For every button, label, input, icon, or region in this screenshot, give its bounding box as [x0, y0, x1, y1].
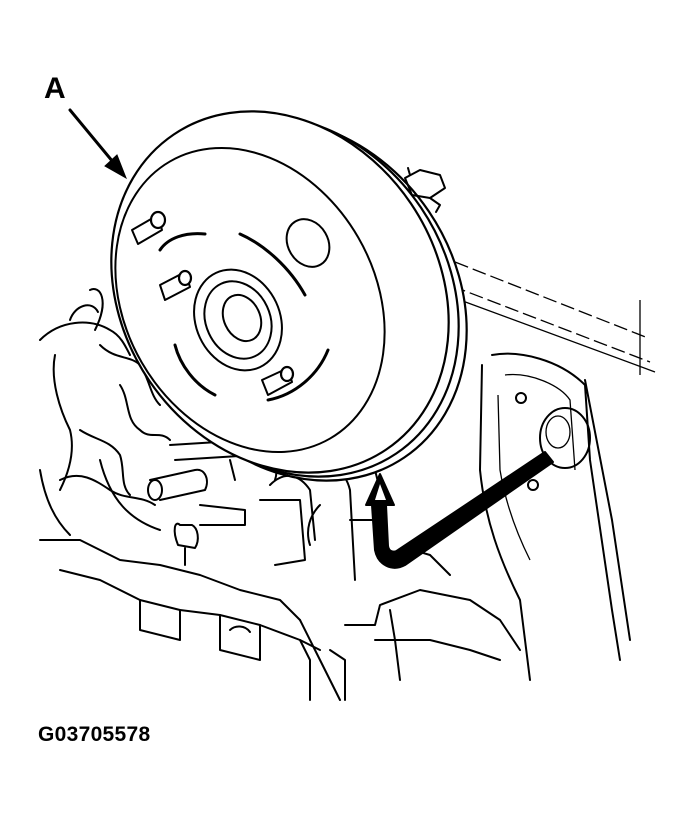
figure-id: G03705578: [38, 723, 151, 746]
brake-booster: [110, 110, 468, 482]
callout-arrow-a: [68, 108, 127, 180]
body-panels: [451, 261, 656, 681]
callout-label-a: A: [44, 72, 66, 105]
installation-arrow: [365, 451, 554, 569]
